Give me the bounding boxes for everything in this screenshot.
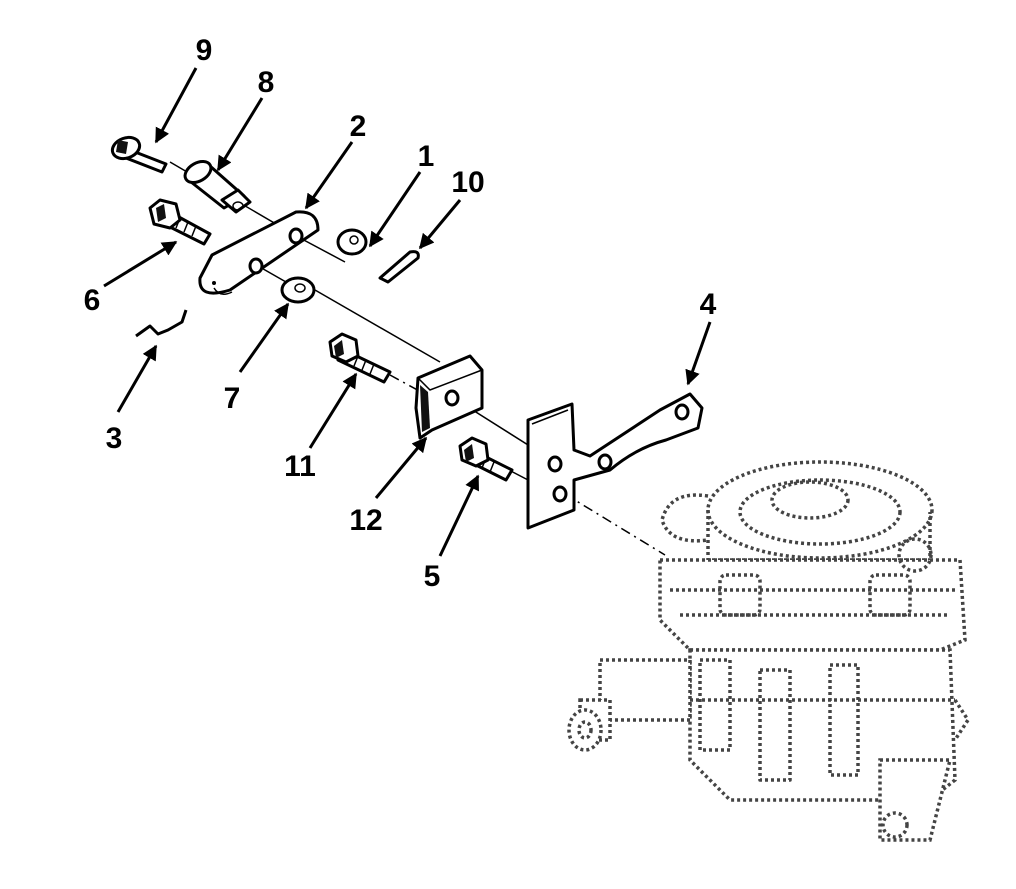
arrow-9 (154, 67, 198, 144)
callout-1: 1 (418, 140, 435, 173)
callout-2: 2 (350, 110, 367, 143)
callout-10: 10 (451, 166, 484, 199)
arrow-4 (685, 321, 712, 386)
lock-washer-7 (280, 276, 316, 304)
bolt-6 (148, 198, 212, 246)
spring-clip-3 (135, 309, 188, 338)
washer-1 (336, 228, 368, 256)
callout-labels: 9 8 2 1 10 6 7 3 11 12 5 4 (84, 34, 717, 593)
callout-3: 3 (106, 422, 123, 455)
callout-5: 5 (424, 560, 441, 593)
arrow-11 (308, 372, 358, 449)
callout-6: 6 (84, 284, 101, 317)
bolt-11 (328, 332, 392, 384)
carburetor-phantom (567, 460, 970, 842)
arrow-12 (374, 436, 428, 499)
arrow-8 (216, 97, 264, 172)
arrow-2 (304, 141, 354, 210)
carburetor-bracket (526, 392, 704, 530)
arrow-7 (238, 302, 290, 373)
callout-arrows (103, 67, 712, 557)
arrow-5 (438, 474, 480, 557)
arrow-3 (116, 344, 158, 413)
arrow-6 (103, 240, 178, 288)
arrow-10 (418, 199, 462, 250)
callout-4: 4 (700, 288, 717, 321)
throttle-link-plate (198, 210, 320, 295)
cotter-pin-10 (378, 250, 420, 284)
callout-8: 8 (258, 66, 275, 99)
angle-bracket (414, 354, 484, 440)
callout-12: 12 (349, 504, 382, 537)
arrow-1 (368, 171, 422, 248)
bolt-5 (458, 436, 514, 482)
assembly-centerlines (169, 161, 666, 556)
spacer-sleeve (183, 160, 252, 214)
callout-11: 11 (284, 450, 316, 483)
callout-9: 9 (196, 34, 213, 67)
callout-7: 7 (224, 382, 241, 415)
screw-9 (110, 135, 168, 174)
